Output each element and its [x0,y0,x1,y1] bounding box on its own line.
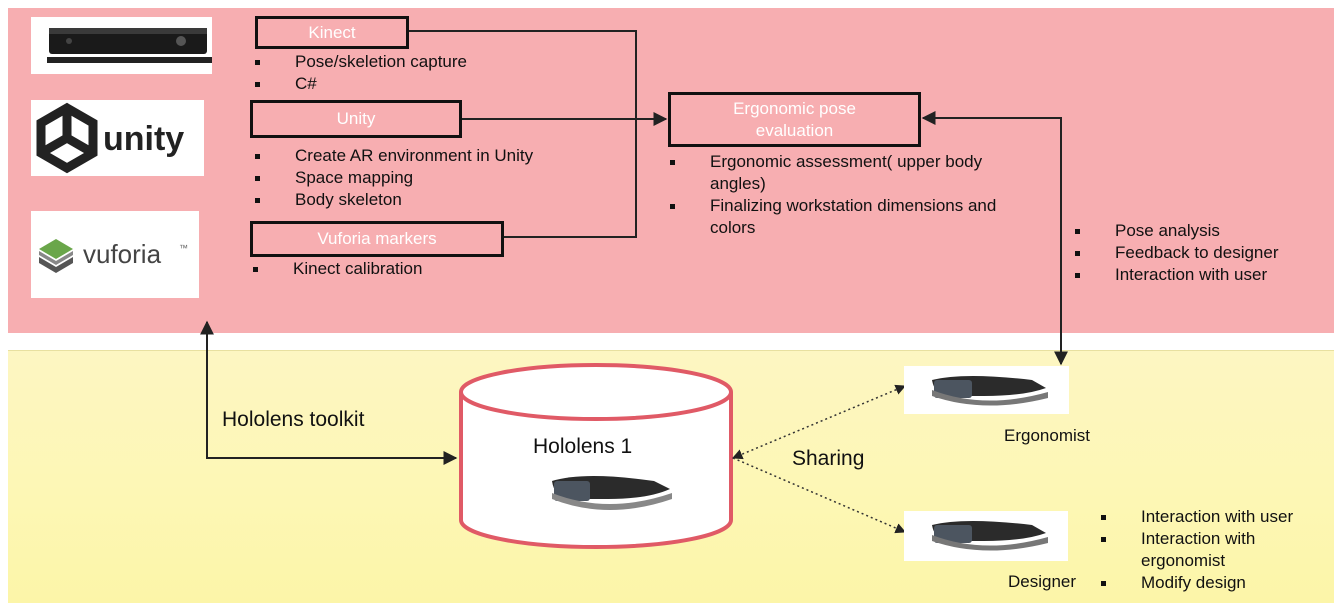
vuforia-wordmark: vuforia [83,239,162,269]
kinect-bullets: Pose/skeletion capture C# [255,51,555,95]
hololens-cylinder [459,363,733,549]
unity-wordmark: unity [103,120,184,158]
vuforia-diamond-icon [39,239,73,273]
list-item: Interaction with user [1101,506,1331,528]
list-item: Pose/skeletion capture [255,51,555,73]
list-item: Interaction with ergonomist [1101,528,1331,572]
vuforia-logo: vuforia ™ [39,239,188,273]
sharing-ergonomist-link [732,384,906,460]
list-item: Kinect calibration [253,258,553,280]
sharing-label: Sharing [792,447,865,470]
kinect-box: Kinect [255,16,409,49]
hololens-label: Hololens 1 [533,435,633,458]
ergonomist-feedback-arrow [921,111,1068,366]
headset-icon [932,376,1048,406]
pipeline-connector [409,30,668,238]
list-item: Ergonomic assessment( upper body angles) [670,151,1020,195]
headset-icon [552,476,672,510]
list-item: Space mapping [255,167,615,189]
vuforia-trademark: ™ [179,243,188,253]
unity-box: Unity [250,100,462,138]
list-item: Pose analysis [1075,220,1330,242]
designer-headset [904,511,1068,561]
kinect-sensor-icon [47,28,219,63]
unity-logo: unity [36,102,184,174]
list-item: Body skeleton [255,189,615,211]
list-item: Feedback to designer [1075,242,1330,264]
ergonomic-box-label-line1: Ergonomic pose [733,99,856,118]
vuforia-box: Vuforia markers [250,221,504,257]
unity-bullets: Create AR environment in Unity Space map… [255,145,615,211]
vuforia-box-label: Vuforia markers [317,229,437,248]
headset-icon [932,521,1048,551]
hololens-toolkit-label: Hololens toolkit [222,408,365,431]
kinect-box-label: Kinect [308,23,356,42]
unity-logo-card: unity [31,100,204,176]
designer-bullets: Interaction with user Interaction with e… [1101,506,1331,594]
ergonomic-box-label-line2: evaluation [755,121,834,140]
list-item: C# [255,73,555,95]
vuforia-logo-card: vuforia ™ [31,211,199,298]
ergonomist-headset [904,366,1069,414]
ergonomist-bullets: Pose analysis Feedback to designer Inter… [1075,220,1330,286]
designer-label: Designer [1008,572,1077,591]
unity-box-label: Unity [336,109,376,128]
list-item: Modify design [1101,572,1331,594]
ergonomic-box: Ergonomic pose evaluation [668,92,921,147]
kinect-logo-card [31,17,219,74]
ergonomist-label: Ergonomist [1004,426,1090,445]
list-item: Interaction with user [1075,264,1330,286]
hololens-headset [544,469,678,519]
list-item: Create AR environment in Unity [255,145,615,167]
software-panel [8,8,1334,333]
unity-cube-icon [36,102,98,174]
vuforia-bullets: Kinect calibration [253,258,553,280]
hololens-toolkit-arrow [200,320,458,465]
sharing-designer-link [732,457,906,534]
